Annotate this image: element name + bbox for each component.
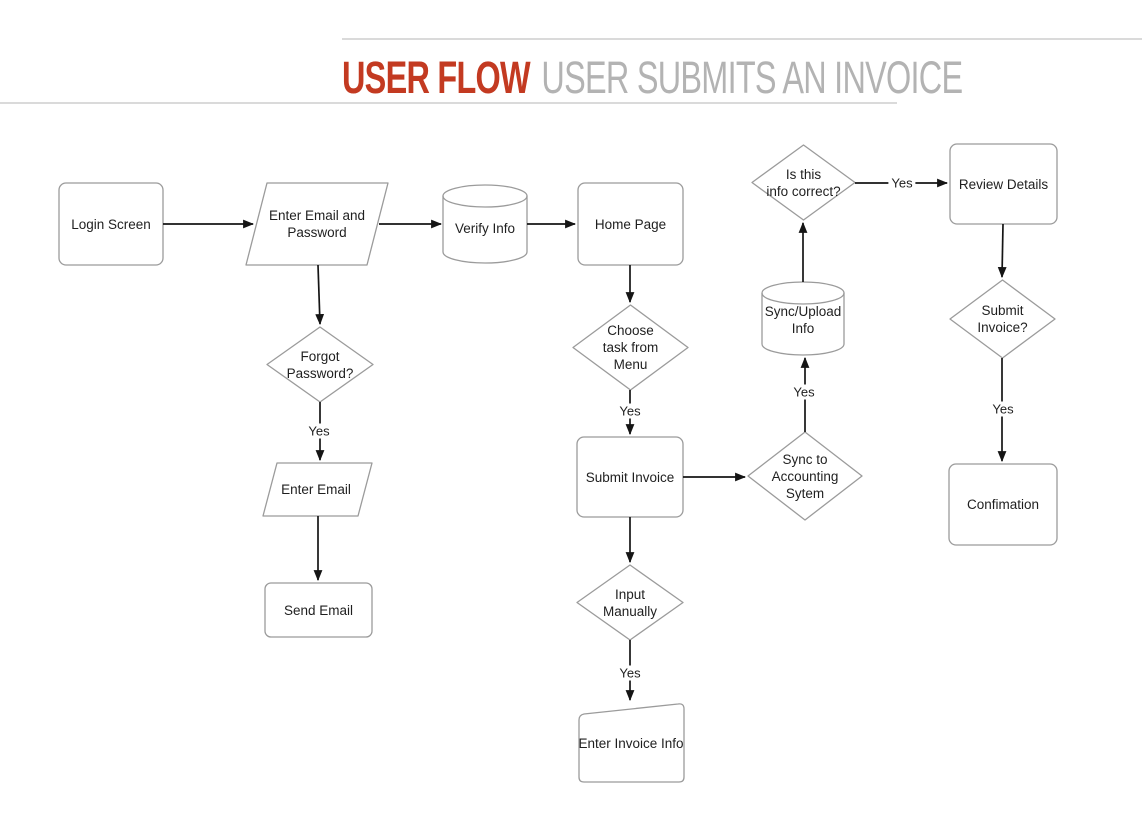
send-email-shape — [264, 582, 373, 638]
top-divider-rule — [342, 38, 1142, 40]
submit-invoice-shape — [576, 436, 684, 518]
verify-info-cylinder — [442, 184, 528, 264]
verify-info-cylinder-rim — [442, 195, 528, 208]
choose-task-diamond — [572, 304, 689, 391]
bottom-divider-rule — [0, 102, 897, 104]
enter-email-password-shape — [245, 182, 389, 266]
sync-accounting-diamond — [747, 431, 863, 521]
is-info-correct-diamond — [751, 144, 856, 221]
submit-invoice-q-diamond — [949, 279, 1056, 359]
home-page-shape — [577, 182, 684, 266]
review-details-shape — [949, 143, 1058, 225]
confimation-shape — [948, 463, 1058, 546]
enter-invoice-info-shape — [578, 703, 685, 783]
login-screen-shape — [58, 182, 164, 266]
forgot-password-diamond — [266, 326, 374, 403]
edge-enter-email-password-to-forgot-password — [315, 264, 325, 326]
title-secondary: USER SUBMITS AN INVOICE — [541, 52, 963, 103]
sync-upload-cylinder-rim — [761, 292, 845, 305]
input-manually-diamond — [576, 564, 684, 641]
edge-review-details-to-submit-invoice-q — [997, 223, 1007, 279]
sync-upload-cylinder — [761, 281, 845, 356]
enter-email-shape — [262, 462, 373, 517]
title-primary: USER FLOW — [342, 52, 531, 103]
